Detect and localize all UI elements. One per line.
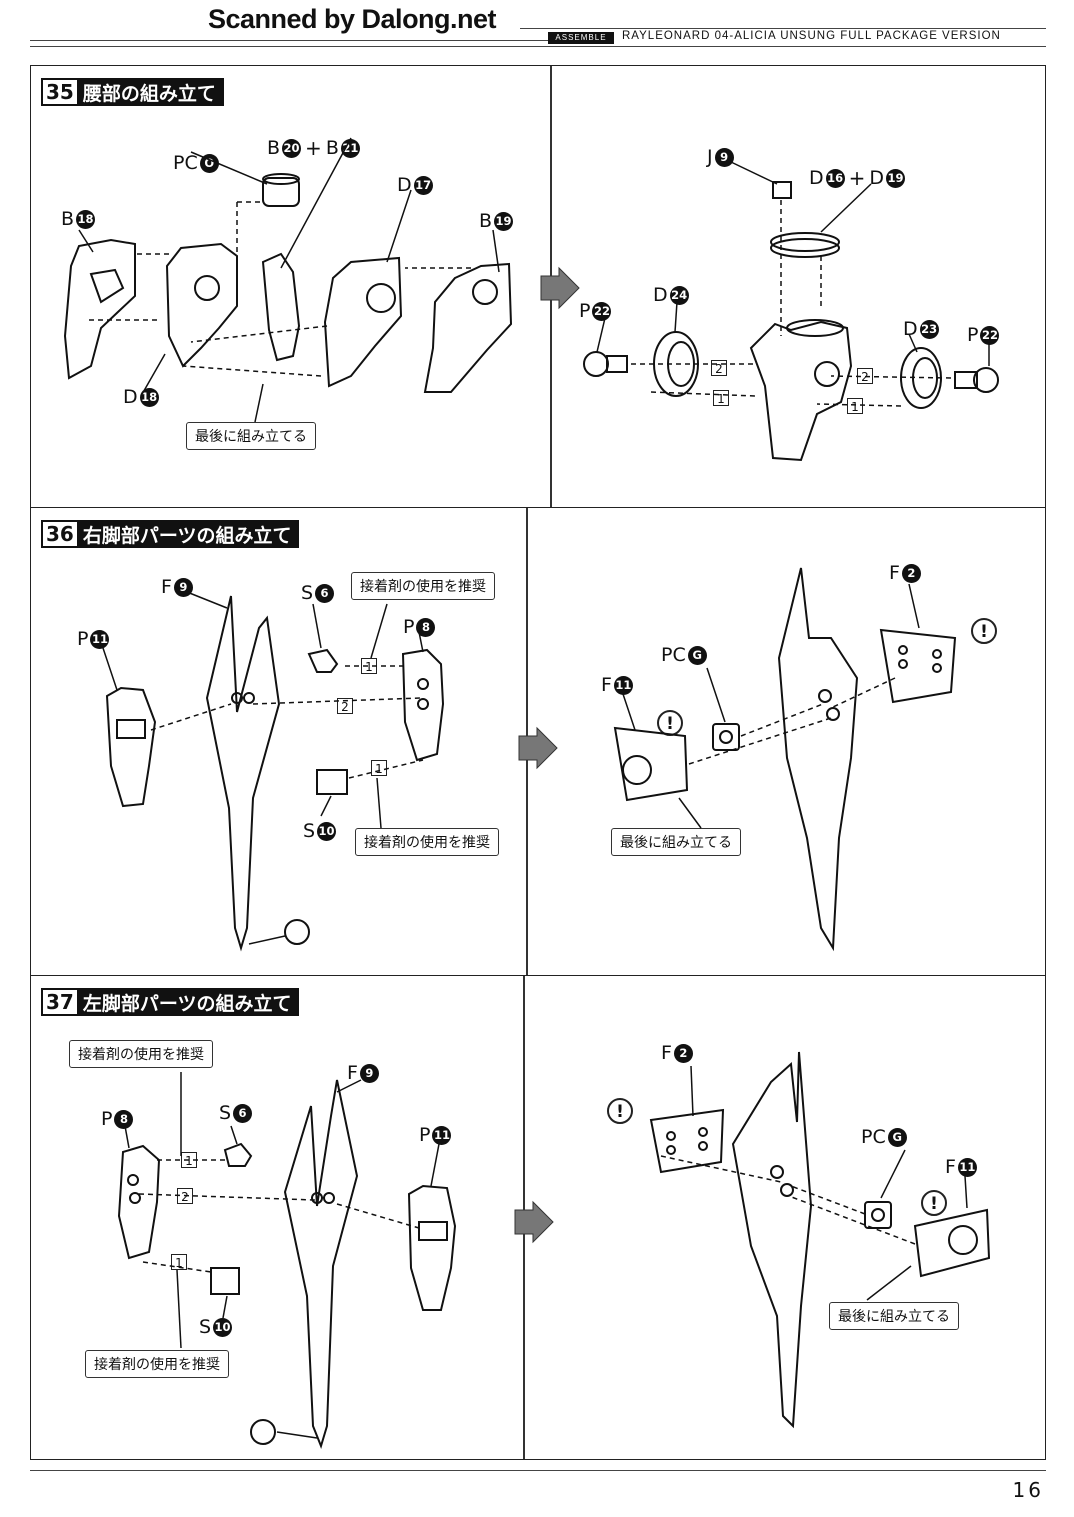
step-37-heading: 37 左脚部パーツの組み立て bbox=[41, 988, 300, 1016]
step-title: 左脚部パーツの組み立て bbox=[82, 992, 292, 1015]
note-assemble-last: 最後に組み立てる bbox=[829, 1302, 959, 1330]
order-mark-1-right: 1 bbox=[847, 398, 863, 414]
note-assemble-last: 最後に組み立てる bbox=[611, 828, 741, 856]
right-leg-outer-diagram bbox=[613, 567, 957, 952]
manual-title: RAYLEONARD 04-ALICIA UNSUNG FULL PACKAGE… bbox=[622, 30, 1001, 42]
order-mark-2: 2 bbox=[337, 698, 353, 714]
warning-icon-f2: ! bbox=[971, 618, 997, 644]
note-glue-recommended-top: 接着剤の使用を推奨 bbox=[69, 1040, 213, 1068]
right-leg-exploded-diagram bbox=[102, 591, 445, 952]
step-number: 37 bbox=[43, 990, 77, 1014]
step-number: 36 bbox=[43, 522, 77, 546]
step-title: 腰部の組み立て bbox=[82, 82, 216, 105]
next-step-arrow bbox=[518, 726, 558, 770]
scan-credit: Scanned by Dalong.net bbox=[208, 4, 497, 34]
order-mark-1-bottom: 1 bbox=[171, 1254, 187, 1270]
header-rule bbox=[30, 40, 550, 41]
left-leg-exploded-diagram bbox=[117, 1072, 457, 1450]
step-36-heading: 36 右脚部パーツの組み立て bbox=[41, 520, 300, 548]
header-rule-long bbox=[30, 46, 1046, 47]
footer-rule bbox=[30, 1470, 1046, 1471]
header-rule-top bbox=[520, 28, 1046, 29]
note-glue-recommended-bottom: 接着剤の使用を推奨 bbox=[355, 828, 499, 856]
note-assemble-last: 最後に組み立てる bbox=[186, 422, 316, 450]
warning-icon-f2: ! bbox=[607, 1098, 633, 1124]
waist-exploded-diagram bbox=[63, 137, 513, 423]
step-35-heading: 35 腰部の組み立て bbox=[41, 78, 224, 106]
left-leg-outer-diagram bbox=[649, 1051, 991, 1429]
assemble-badge: ASSEMBLE bbox=[548, 32, 614, 44]
waist-joint-diagram bbox=[583, 161, 999, 462]
note-glue-recommended-bottom: 接着剤の使用を推奨 bbox=[85, 1350, 229, 1378]
next-step-arrow bbox=[540, 266, 580, 310]
next-step-arrow bbox=[514, 1200, 554, 1244]
step-number: 35 bbox=[43, 80, 77, 104]
note-glue-recommended-top: 接着剤の使用を推奨 bbox=[351, 572, 495, 600]
page-number: 16 bbox=[1012, 1478, 1044, 1502]
warning-icon-f11: ! bbox=[921, 1190, 947, 1216]
step-title: 右脚部パーツの組み立て bbox=[82, 524, 292, 547]
order-mark-1-bottom: 1 bbox=[371, 760, 387, 776]
